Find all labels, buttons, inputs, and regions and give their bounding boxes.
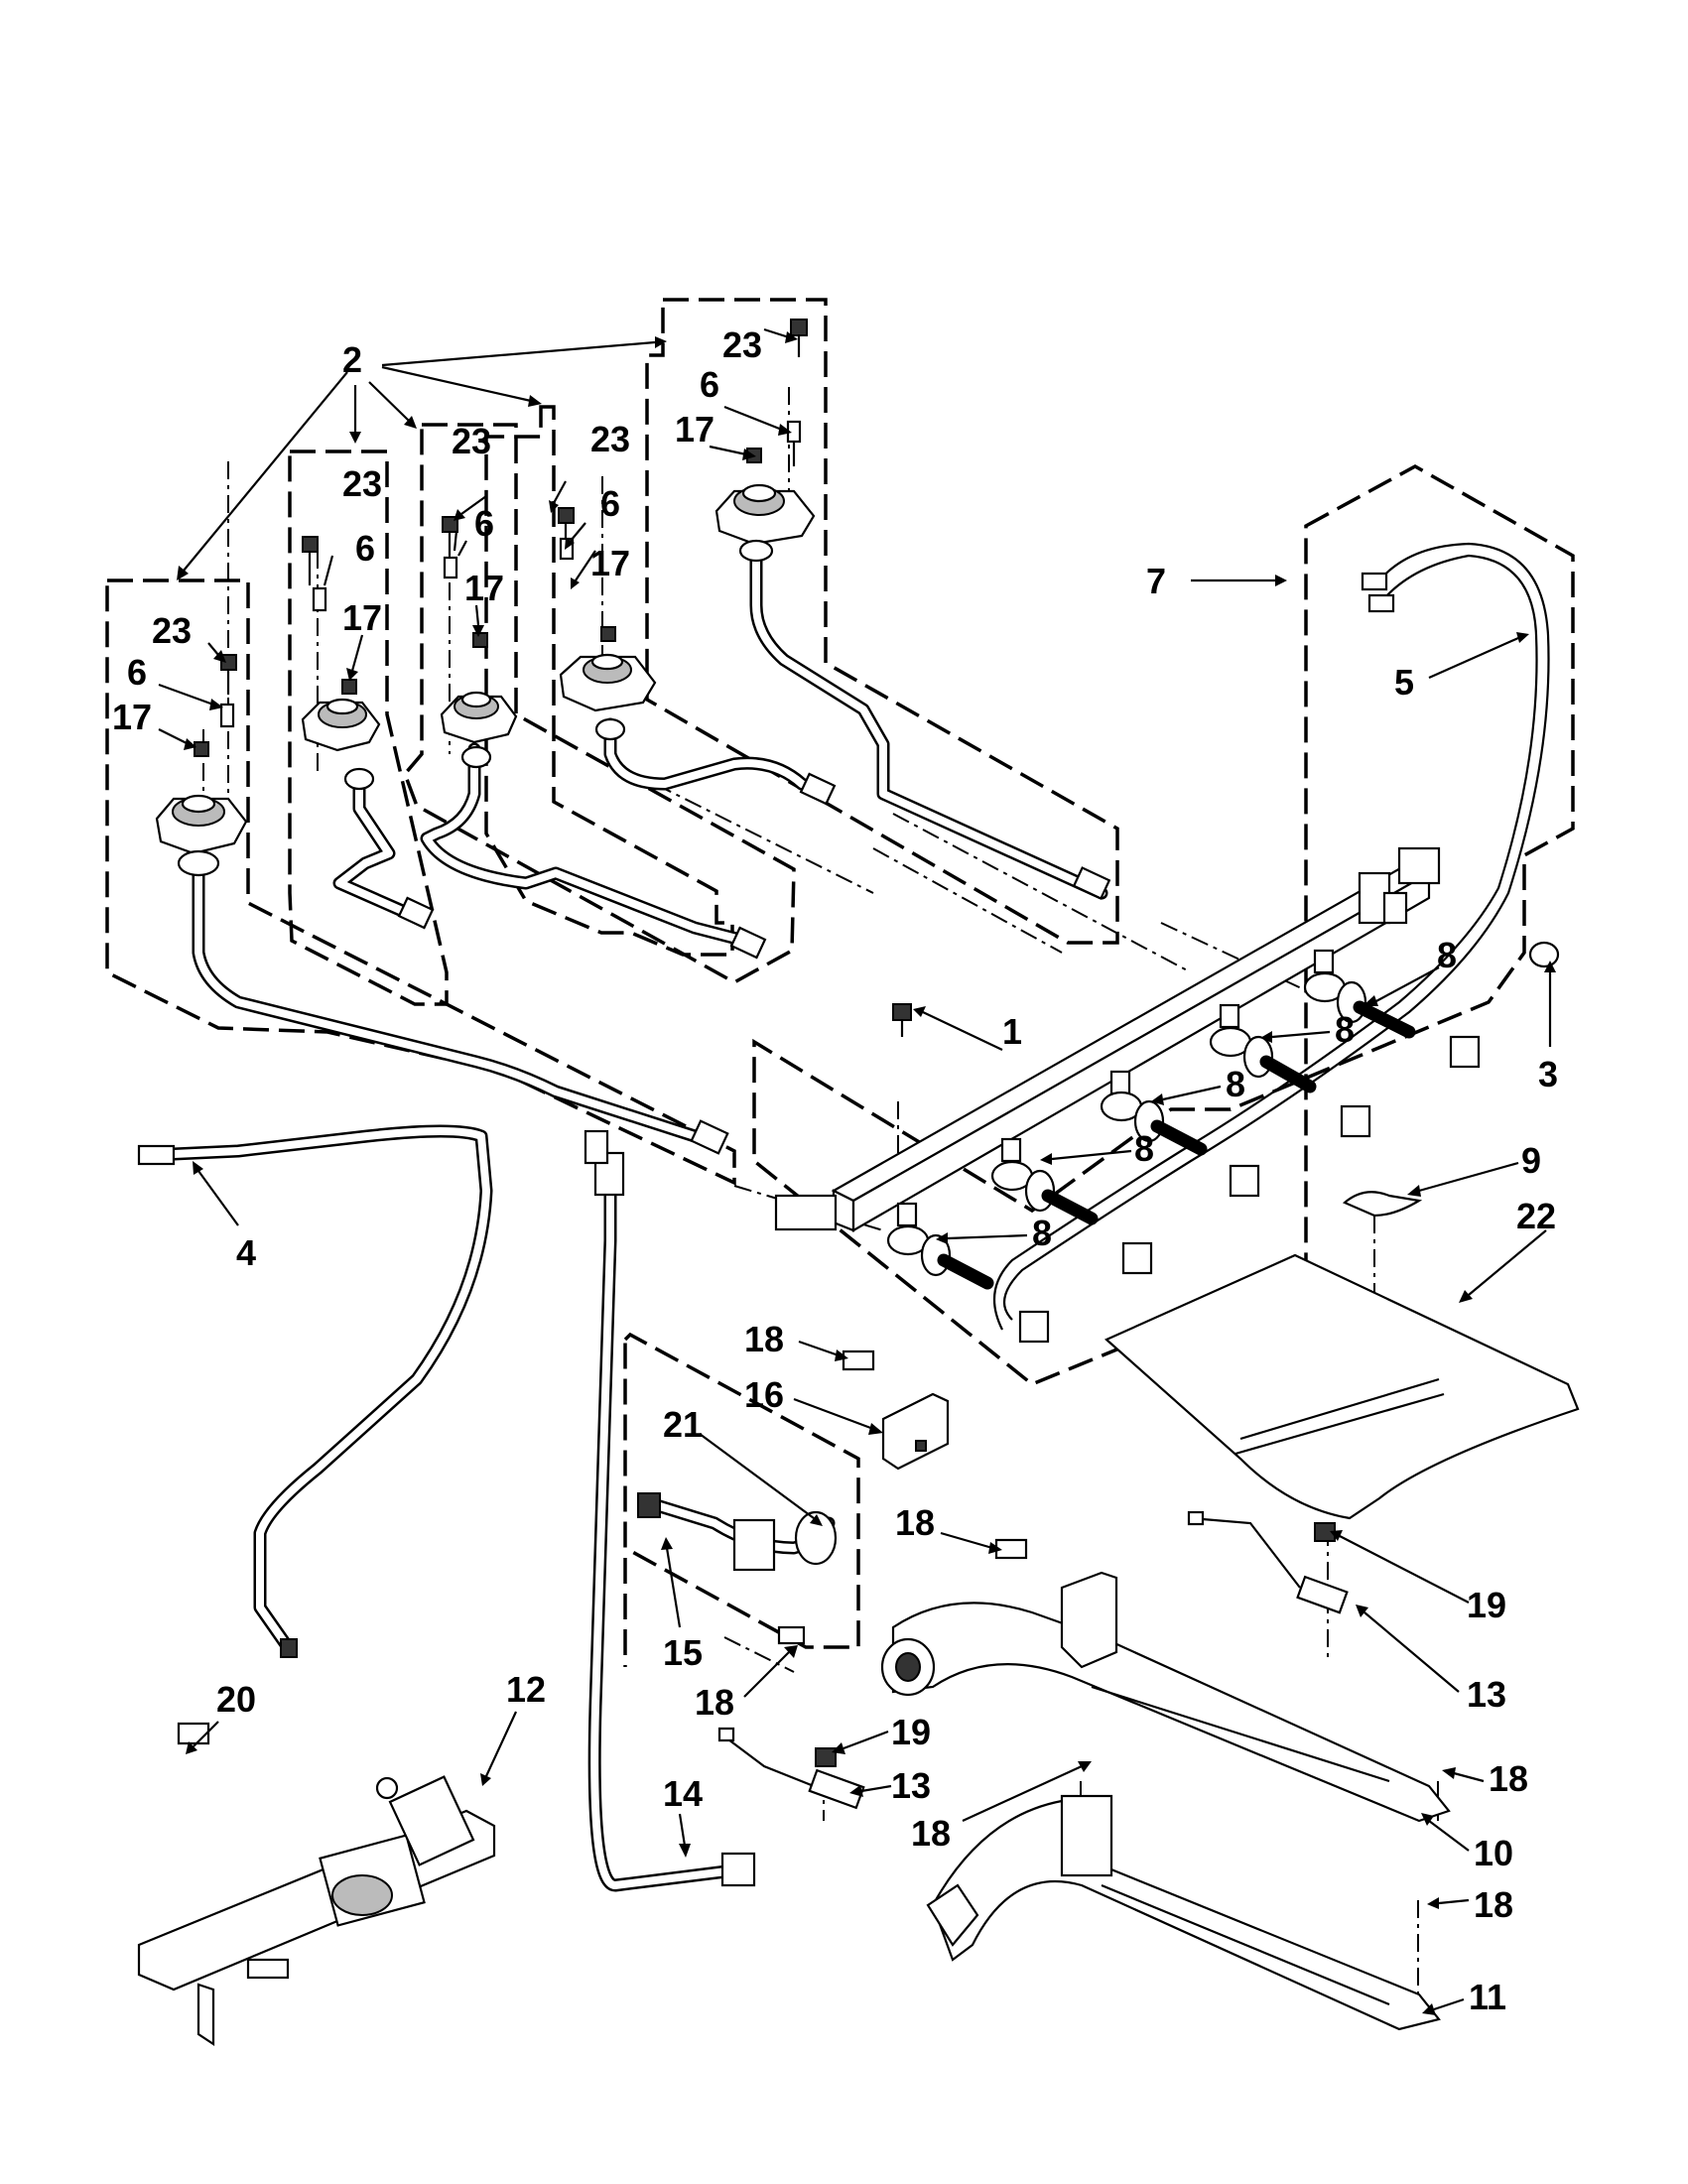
burner-tubes (192, 524, 1108, 1143)
burner-valves (886, 949, 1416, 1290)
label-8: 8 (1134, 1128, 1154, 1169)
label-23: 23 (342, 463, 382, 504)
label-6: 6 (600, 483, 620, 524)
label-6: 6 (355, 528, 375, 569)
label-17: 17 (342, 597, 382, 638)
label-18: 18 (744, 1319, 784, 1359)
leader-lines (158, 327, 1556, 2015)
label-18: 18 (1474, 1884, 1513, 1925)
label-6: 6 (127, 652, 147, 693)
label-8: 8 (1335, 1009, 1355, 1050)
pressure-regulator (137, 1722, 496, 2047)
label-4: 4 (236, 1232, 256, 1273)
label-23: 23 (722, 324, 762, 365)
label-6: 6 (700, 364, 719, 405)
label-17: 17 (112, 697, 152, 737)
label-13: 13 (891, 1765, 931, 1806)
label-22: 22 (1516, 1196, 1556, 1236)
label-17: 17 (464, 568, 504, 608)
burner-heads (155, 483, 816, 877)
label-17: 17 (675, 409, 714, 450)
broil-burner (926, 1794, 1441, 2031)
tube-4 (137, 1124, 493, 1658)
label-23: 23 (590, 419, 630, 459)
label-18: 18 (895, 1502, 935, 1543)
label-23: 23 (152, 610, 192, 651)
burner-screws (194, 319, 808, 757)
label-7: 7 (1146, 561, 1166, 601)
heat-shield (1104, 1191, 1580, 1520)
label-5: 5 (1394, 662, 1414, 703)
label-8: 8 (1032, 1213, 1052, 1253)
label-3: 3 (1538, 1054, 1558, 1094)
label-21: 21 (663, 1404, 703, 1445)
label-14: 14 (663, 1773, 703, 1814)
label-8: 8 (1226, 1064, 1245, 1104)
manifold-rail (774, 846, 1560, 1232)
tube-fittings (397, 772, 1111, 1155)
label-11: 11 (1469, 1977, 1506, 2017)
label-10: 10 (1474, 1833, 1513, 1873)
group-outlines (105, 298, 1575, 1667)
supply-tube (584, 1129, 756, 1892)
label-19: 19 (1467, 1585, 1506, 1625)
label-8: 8 (1437, 935, 1457, 975)
label-23: 23 (452, 421, 491, 461)
label-20: 20 (216, 1679, 256, 1720)
igniters (717, 1510, 1349, 1810)
label-15: 15 (663, 1632, 703, 1673)
label-2: 2 (342, 339, 362, 380)
wire-harness (992, 542, 1550, 1344)
label-6: 6 (474, 503, 494, 544)
label-17: 17 (590, 543, 630, 583)
label-16: 16 (744, 1374, 784, 1415)
label-19: 19 (891, 1712, 931, 1752)
label-1: 1 (1002, 1011, 1022, 1052)
label-18: 18 (911, 1813, 951, 1854)
label-9: 9 (1521, 1140, 1541, 1181)
label-18: 18 (1489, 1758, 1528, 1799)
bracket-and-elbow (637, 1349, 1028, 1645)
label-12: 12 (506, 1669, 546, 1710)
callout-labels: 2 23 6 17 23 6 17 23 6 17 23 6 17 23 6 1… (112, 324, 1558, 2017)
label-13: 13 (1467, 1674, 1506, 1715)
label-18: 18 (695, 1682, 734, 1723)
